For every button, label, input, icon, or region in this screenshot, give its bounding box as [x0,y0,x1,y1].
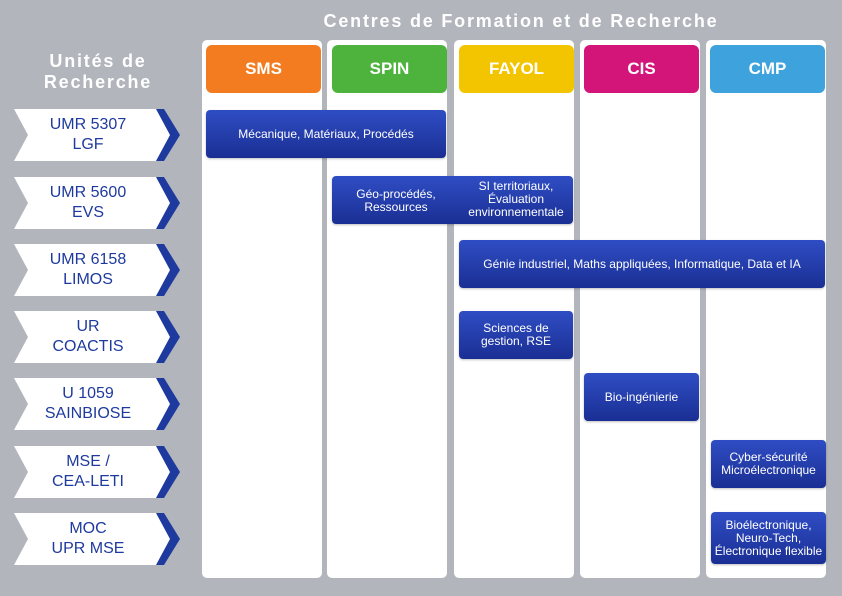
unit-line1: U 1059 [62,385,114,402]
centre-header-spin[interactable]: SPIN [332,45,447,93]
centre-header-fayol[interactable]: FAYOL [459,45,574,93]
column-cis [580,40,700,578]
centre-header-sms[interactable]: SMS [206,45,321,93]
unit-line2: LIMOS [63,271,113,288]
unit-line1: MOC [69,520,107,537]
area-cea-leti-label: Cyber-sécurité Microélectronique [721,450,816,477]
unit-chevron-shape [14,446,180,498]
unit-line2: UPR MSE [51,540,125,557]
area-coactis-label: Sciences de gestion, RSE [480,321,552,348]
column-fayol [454,40,574,578]
unit-ur-coactis[interactable]: UR COACTIS [14,311,180,363]
unit-chevron-shape [14,311,180,363]
area-sainbiose-label: Bio-ingénierie [604,389,679,404]
area-limos[interactable]: Génie industriel, Maths appliquées, Info… [459,240,825,288]
area-lgf-label: Mécanique, Matériaux, Procédés [238,126,414,141]
unit-line1: UMR 5600 [49,184,127,201]
units-title-line1: Unités de [49,51,147,71]
unit-line2: LGF [72,136,104,153]
unit-line1: MSE / [66,453,110,470]
area-limos-label: Génie industriel, Maths appliquées, Info… [483,256,801,271]
column-cmp [706,40,826,578]
unit-chevron-shape [14,244,180,296]
unit-line1: UR [76,318,100,335]
area-coactis[interactable]: Sciences de gestion, RSE [459,311,573,359]
centre-header-cmp[interactable]: CMP [710,45,825,93]
unit-line2: SAINBIOSE [44,405,132,422]
unit-chevron-shape [14,109,180,161]
area-evs-right-label: SI territoriaux, Évaluation environnemen… [468,179,564,219]
area-cea-leti[interactable]: Cyber-sécurité Microélectronique [711,440,826,488]
area-upr-mse[interactable]: Bioélectronique, Neuro-Tech, Électroniqu… [711,512,826,564]
centre-header-cis[interactable]: CIS [584,45,699,93]
area-lgf[interactable]: Mécanique, Matériaux, Procédés [206,110,446,158]
area-evs[interactable]: Géo-procédés, Ressources SI territoriaux… [332,176,573,224]
unit-moc-upr-mse[interactable]: MOC UPR MSE [14,513,180,565]
unit-line1: UMR 5307 [49,116,127,133]
unit-line2: COACTIS [52,338,124,355]
unit-mse-cea-leti[interactable]: MSE / CEA-LETI [14,446,180,498]
unit-line2: EVS [71,204,104,221]
units-title: Unités de Recherche [10,51,186,93]
centres-title: Centres de Formation et de Recherche [323,11,719,31]
unit-line1: UMR 6158 [49,251,127,268]
area-sainbiose[interactable]: Bio-ingénierie [584,373,699,421]
area-upr-mse-label: Bioélectronique, Neuro-Tech, Électroniqu… [714,517,823,558]
unit-chevron-shape [14,378,180,430]
unit-line2: CEA-LETI [51,473,124,490]
units-title-line2: Recherche [43,72,153,92]
unit-chevron-shape [14,177,180,229]
unit-chevron-shape [14,513,180,565]
area-evs-left-label: Géo-procédés, Ressources [356,187,436,214]
